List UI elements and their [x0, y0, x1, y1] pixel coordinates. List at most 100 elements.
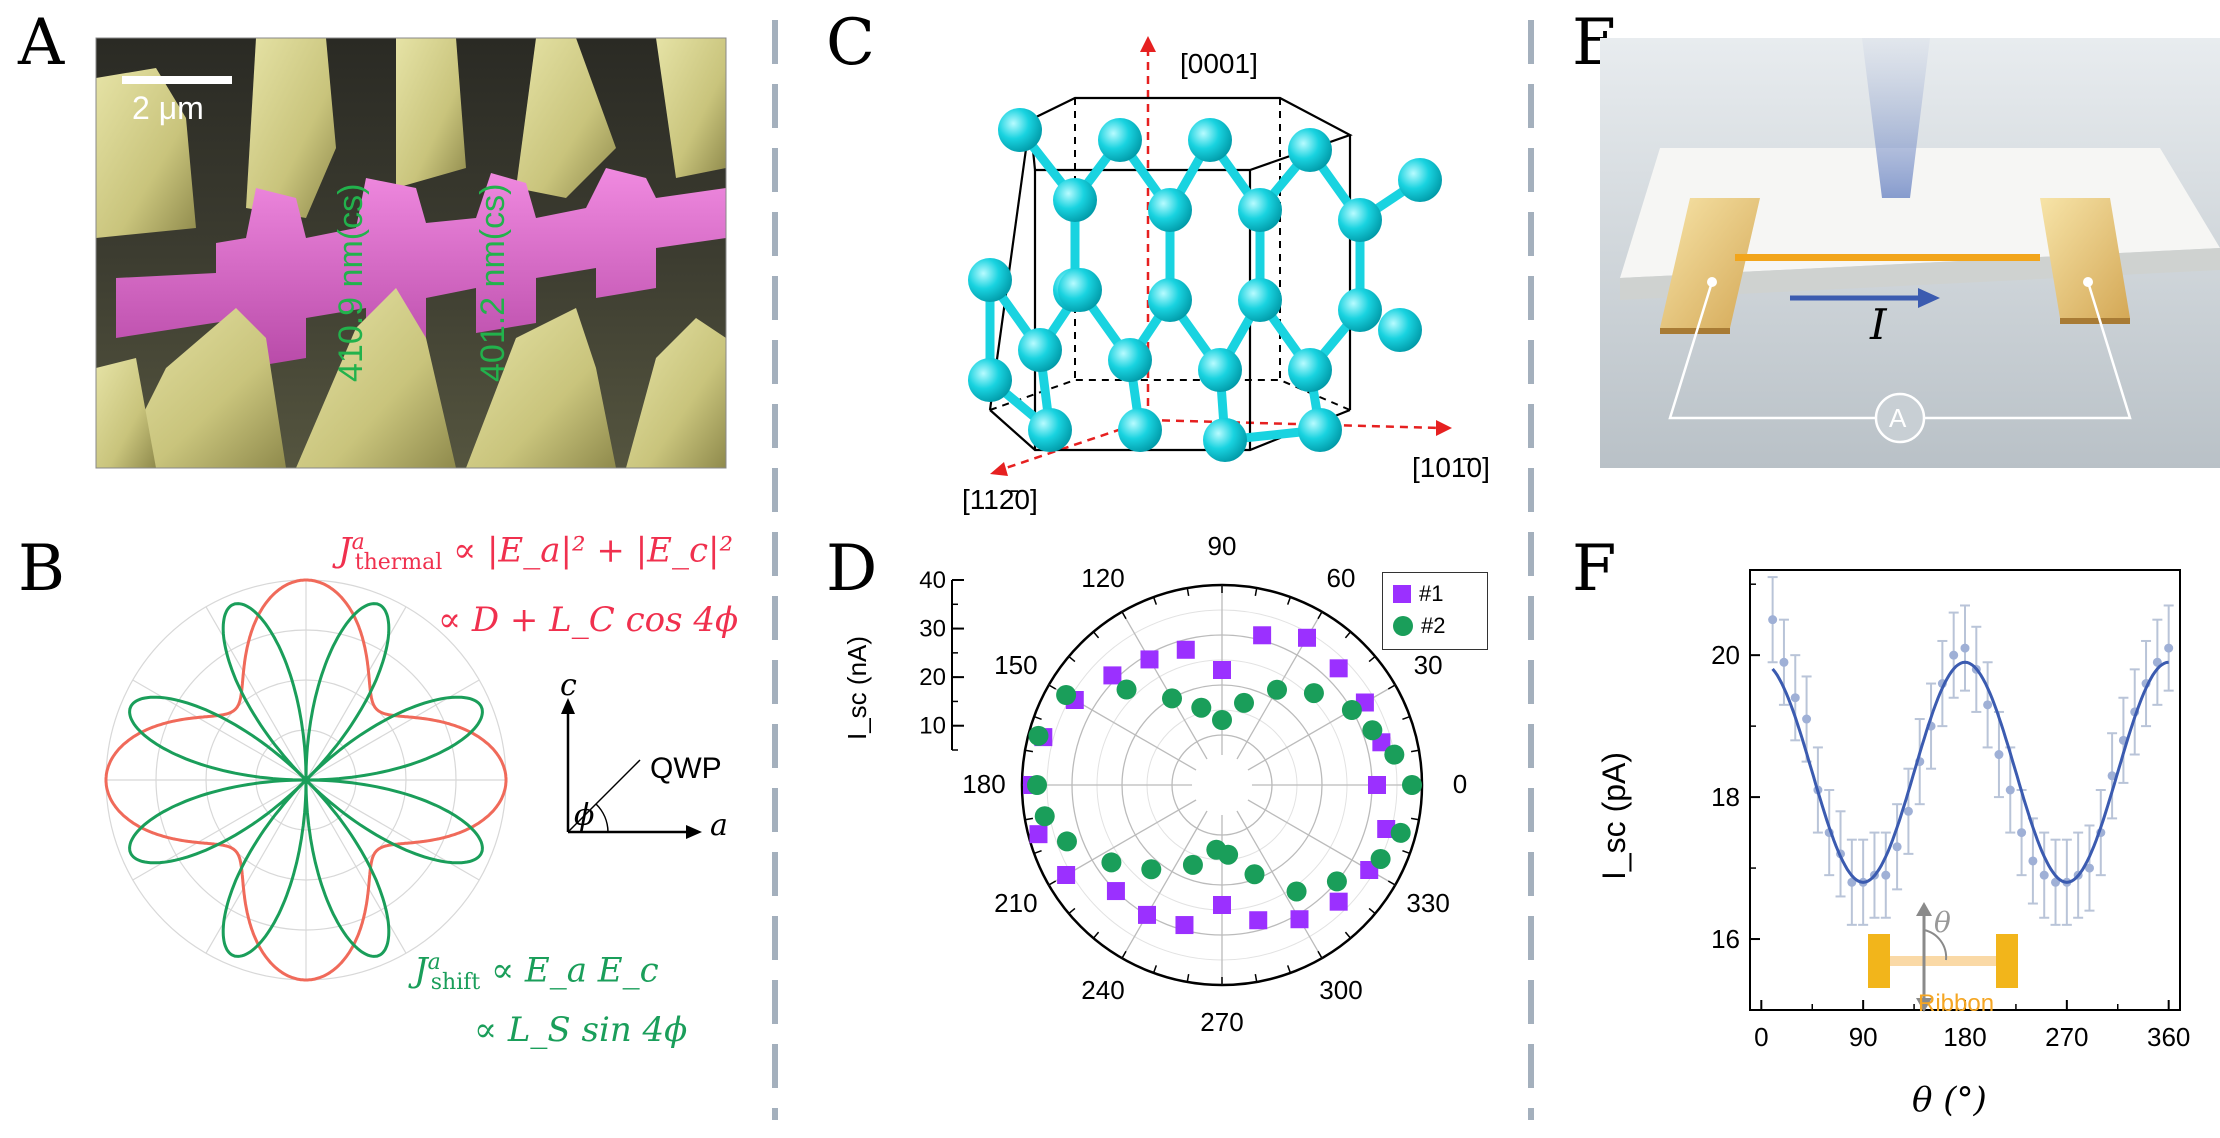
- polar-tick: [1152, 965, 1158, 974]
- atom: [1338, 288, 1382, 332]
- direction-1010-label: [101̄0]: [1412, 452, 1490, 483]
- data-point-series-2: [1101, 852, 1122, 873]
- chart-f-ylabel-text: I_sc (pA): [1596, 751, 1632, 880]
- atom: [1288, 128, 1332, 172]
- polar-tick: [1402, 849, 1411, 855]
- polar-angle-label: 150: [994, 650, 1038, 680]
- atom: [1378, 308, 1422, 352]
- data-point-series-2: [1384, 744, 1405, 765]
- data-point-series-1: [1176, 640, 1195, 659]
- inset-ribbon-label: Ribbon: [1918, 990, 1995, 1017]
- data-point-series-1: [1249, 911, 1268, 930]
- legend-d-item-1: #1: [1393, 581, 1443, 607]
- polar-tick: [1024, 817, 1034, 821]
- data-point-series-2: [1267, 679, 1287, 700]
- data-point-series-1: [1103, 666, 1122, 685]
- polar-grid-spoke: [305, 779, 480, 881]
- polar-ylabel: I_sc (nA): [842, 636, 873, 740]
- polar-grid-spoke: [205, 779, 307, 954]
- data-point-series-1: [1368, 776, 1386, 794]
- data-point-series-2: [1233, 692, 1254, 713]
- atom: [1018, 328, 1062, 372]
- polar-tick: [1410, 749, 1420, 753]
- chart-f-ytick-label: 16: [1711, 924, 1740, 954]
- legend-d-label-2: #2: [1421, 613, 1446, 638]
- chart-f-point: [1994, 750, 2004, 760]
- polar-grid-spoke: [132, 679, 307, 781]
- data-point-series-2: [1341, 700, 1362, 720]
- polar-tick: [1344, 931, 1352, 939]
- polar-tick: [1286, 596, 1292, 605]
- polar-tick: [1121, 611, 1127, 620]
- atom: [1198, 348, 1242, 392]
- shift-curve: [128, 602, 484, 958]
- data-point-series-1: [1175, 916, 1194, 935]
- device-schematic: [1600, 38, 2220, 468]
- polar-tick: [1024, 749, 1034, 753]
- thermal-curve: [104, 578, 508, 982]
- sem-image: [95, 37, 727, 469]
- polar-tick: [1387, 684, 1396, 690]
- chart-f-point: [2164, 643, 2174, 653]
- data-point-series-1: [1253, 626, 1272, 645]
- polar-tick: [1317, 611, 1323, 620]
- data-point-series-1: [1140, 650, 1159, 669]
- polar-spoke: [1121, 784, 1223, 959]
- polar-tick: [1368, 655, 1376, 663]
- polar-tick: [1121, 950, 1127, 959]
- polar-tick: [1186, 587, 1190, 597]
- chart-f-point: [2084, 863, 2094, 873]
- shift-j: J: [414, 950, 428, 991]
- direction-0001-label: [0001]: [1180, 48, 1258, 79]
- radial-axis-tick-label: 30: [919, 616, 946, 643]
- data-point-series-1: [1213, 896, 1231, 914]
- chart-f-xtick-label: 270: [2045, 1022, 2088, 1052]
- chart-f-ytick-label: 20: [1711, 640, 1740, 670]
- chart-f-point: [2028, 856, 2038, 866]
- data-point-series-2: [1212, 710, 1232, 730]
- chart-f-xtick-label: 90: [1849, 1022, 1878, 1052]
- polar-tick: [1402, 715, 1411, 721]
- chart-f-point: [1881, 870, 1891, 880]
- chart-f-point: [1892, 842, 1902, 852]
- chart-f-point: [1847, 877, 1857, 887]
- polar-angle-label: 90: [1207, 531, 1237, 561]
- shift-formula-line2: ∝ L_S sin 4ϕ: [474, 1010, 688, 1050]
- annotation-401nm: 401.2 nm(cs): [474, 183, 512, 382]
- atom: [1148, 188, 1192, 232]
- annotation-410nm: 410.9 nm(cs): [332, 183, 370, 382]
- polar-grid-spoke: [305, 779, 407, 954]
- atom: [1398, 158, 1442, 202]
- polar-grid-spoke: [205, 606, 307, 781]
- axis-phi-label: ϕ: [574, 798, 595, 833]
- panel-label-f: F: [1572, 532, 1617, 606]
- polar-tick: [1254, 587, 1258, 597]
- chart-f-point: [2039, 870, 2049, 880]
- polar-center: [1192, 755, 1252, 815]
- data-point-series-1: [1106, 882, 1125, 901]
- panel-label-b: B: [18, 532, 66, 606]
- data-point-series-1: [1029, 825, 1048, 844]
- radial-axis-tick-label: 10: [919, 713, 946, 740]
- data-point-series-2: [1326, 871, 1347, 892]
- chart-f-point: [1790, 693, 1800, 703]
- qwp-label: QWP: [650, 752, 722, 785]
- current-label: I: [1870, 300, 1887, 349]
- polar-tick: [1387, 880, 1396, 886]
- data-point-series-1: [1329, 892, 1348, 911]
- thermal-formula-line2: ∝ D + L_C cos 4ϕ: [438, 600, 739, 640]
- shift-formula: Jashift ∝ E_a E_c: [414, 950, 659, 995]
- panel-label-d: D: [826, 532, 878, 606]
- chart-f-point: [2005, 785, 2015, 795]
- data-point-series-2: [1286, 881, 1307, 902]
- atom: [1118, 408, 1162, 452]
- data-point-series-2: [1056, 831, 1077, 852]
- polar-tick: [1186, 973, 1190, 983]
- ca-axes-diagram: [561, 698, 702, 839]
- panel-divider-left: [772, 20, 778, 1120]
- shift-rest: ∝ E_a E_c: [491, 950, 659, 991]
- data-point-series-2: [1362, 720, 1383, 741]
- thermal-sub: thermal: [354, 550, 443, 576]
- polar-angle-label: 60: [1326, 562, 1356, 593]
- chart-f-point: [2107, 771, 2117, 781]
